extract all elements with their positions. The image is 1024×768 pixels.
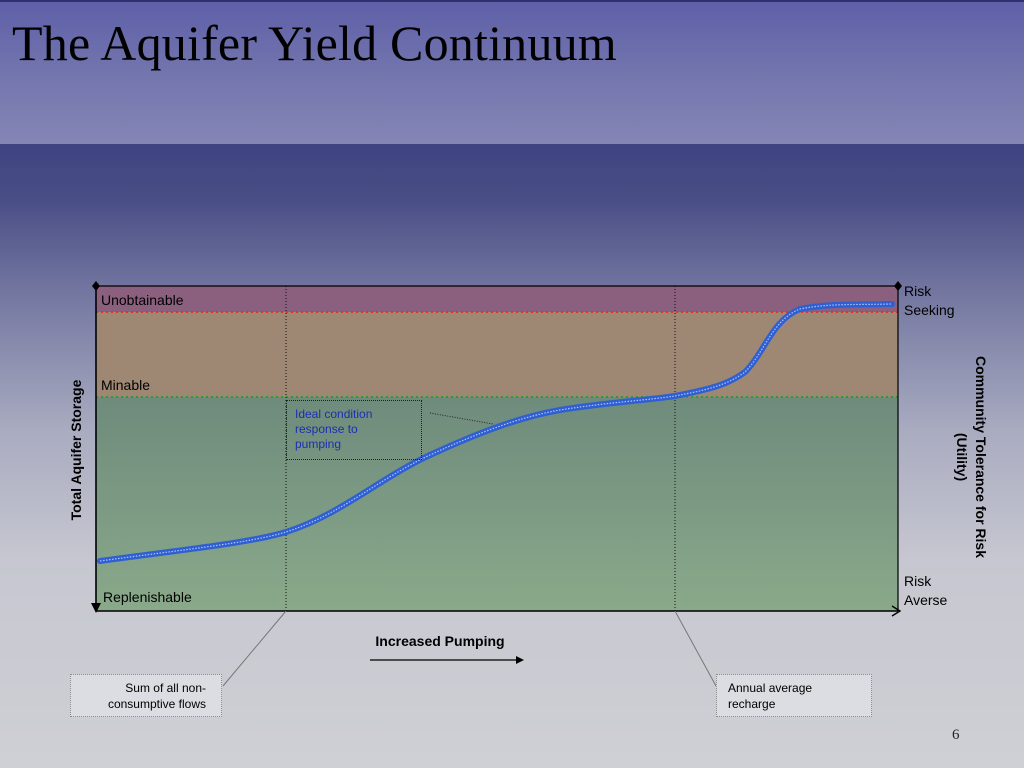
ideal-leader-line (429, 412, 494, 425)
risk-seeking-line-2: Seeking (904, 302, 955, 318)
top-right-diamond (894, 281, 902, 291)
top-left-diamond (92, 281, 100, 291)
zone-label-replenishable: Replenishable (103, 589, 192, 605)
nonconsumptive-line-2: consumptive flows (107, 697, 206, 711)
risk-seeking-label: Risk Seeking (904, 282, 955, 320)
zone-label-unobtainable: Unobtainable (101, 292, 184, 308)
community-tolerance-line-1: Community Tolerance for Risk (973, 355, 989, 558)
nonconsumptive-flows-callout: Sum of all non- consumptive flows (70, 674, 222, 717)
risk-seeking-line-1: Risk (904, 283, 932, 299)
zone-unobtainable (96, 286, 898, 312)
risk-averse-line-2: Averse (904, 592, 948, 608)
nonconsumptive-leader-line (222, 610, 287, 687)
annual-recharge-callout: Annual average recharge (716, 674, 872, 717)
recharge-line-1: Annual average (728, 681, 813, 695)
y-axis-arrowhead (91, 603, 101, 613)
zone-minable (96, 312, 898, 397)
ideal-callout-line-2: response to (295, 422, 358, 436)
pumping-arrowhead (516, 656, 524, 664)
x-axis-label: Increased Pumping (375, 633, 505, 649)
slide-title: The Aquifer Yield Continuum (12, 15, 617, 71)
ideal-condition-callout: Ideal condition response to pumping (286, 400, 422, 460)
title-band: The Aquifer Yield Continuum (0, 0, 1024, 144)
recharge-line-2: recharge (728, 697, 776, 711)
community-tolerance-label: Community Tolerance for Risk (Utility) (952, 342, 990, 572)
y-axis-label: Total Aquifer Storage (68, 379, 84, 521)
ideal-response-curve-highlight (99, 303, 893, 562)
recharge-leader-line (674, 610, 717, 687)
risk-averse-line-1: Risk (904, 573, 932, 589)
page-number: 6 (952, 727, 960, 743)
zone-replenishable (96, 397, 898, 611)
community-tolerance-line-2: (Utility) (954, 432, 970, 482)
ideal-callout-line-1: Ideal condition (295, 407, 373, 421)
x-axis-arrowhead (891, 605, 902, 617)
zone-label-minable: Minable (101, 377, 151, 393)
risk-averse-label: Risk Averse (904, 572, 947, 610)
nonconsumptive-line-1: Sum of all non- (125, 681, 206, 695)
ideal-callout-line-3: pumping (295, 437, 342, 451)
